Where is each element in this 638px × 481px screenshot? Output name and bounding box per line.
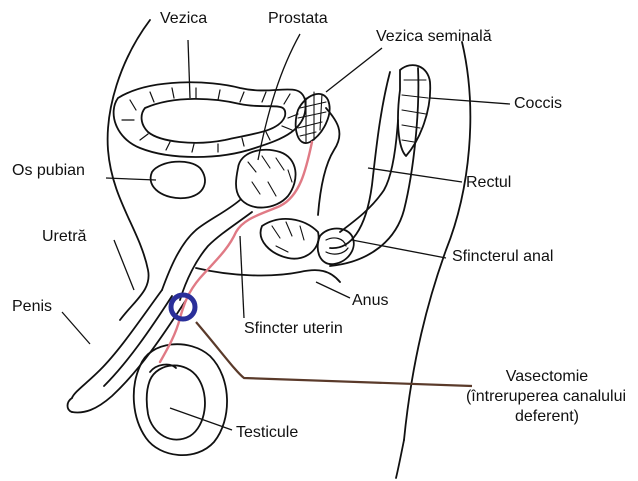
perineum — [196, 268, 340, 282]
anal-sphincter — [318, 229, 354, 265]
label-vezica: Vezica — [160, 10, 207, 28]
leader-anus — [316, 282, 350, 298]
leader-vezica-seminala — [326, 48, 382, 92]
prostate-hatching — [248, 156, 292, 196]
coccyx-segments — [402, 80, 428, 142]
label-sfincterul-anal: Sfincterul anal — [452, 248, 553, 266]
penis-tip — [68, 398, 73, 412]
label-uretra: Uretră — [42, 228, 86, 246]
label-coccis: Coccis — [514, 95, 562, 113]
pelvic-floor — [261, 219, 319, 259]
leader-rectul — [368, 168, 462, 182]
label-rectul: Rectul — [466, 174, 511, 192]
label-anus: Anus — [352, 292, 388, 310]
label-penis: Penis — [12, 298, 52, 316]
prostate-outline — [236, 150, 296, 208]
leader-uretra — [114, 240, 134, 290]
leader-sfincter-uterin — [240, 236, 244, 318]
seminal-vesicle-grid — [298, 92, 326, 142]
pubic-bone — [151, 162, 205, 199]
label-os-pubian: Os pubian — [12, 162, 85, 180]
label-testicule: Testicule — [236, 424, 298, 442]
back-contour — [404, 42, 470, 440]
label-prostata: Prostata — [268, 10, 328, 28]
rectum-inner — [340, 120, 398, 232]
label-vezica-seminala: Vezica seminală — [376, 28, 492, 46]
body-contour-left — [108, 20, 150, 320]
label-sfincter-uterin: Sfincter uterin — [244, 320, 343, 338]
scrotum — [134, 344, 227, 455]
label-vasectomie-2: (întreruperea canalului — [456, 388, 636, 406]
pelvic-floor-hatch — [272, 222, 304, 252]
leader-penis — [62, 312, 90, 344]
vesicle-duct — [318, 108, 339, 215]
label-vasectomie-1: Vasectomie — [472, 368, 622, 386]
label-vasectomie-3: deferent) — [472, 408, 622, 426]
leader-vezica — [188, 40, 190, 98]
rectum-front — [330, 72, 390, 248]
testicle — [147, 365, 205, 439]
lower-body-contour — [396, 440, 404, 478]
leader-testicule — [170, 408, 232, 430]
